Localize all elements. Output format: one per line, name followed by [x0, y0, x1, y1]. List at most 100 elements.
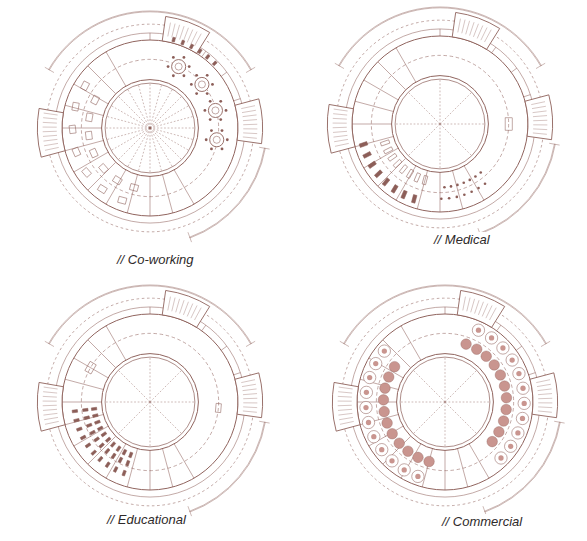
plan-line — [150, 128, 193, 140]
furniture — [85, 443, 91, 448]
circular-floor-plan — [10, 272, 290, 536]
plan-line — [106, 326, 126, 360]
plan-line — [150, 96, 182, 128]
furniture — [105, 448, 110, 454]
plan-line — [554, 421, 564, 423]
plan-line — [105, 402, 150, 403]
furniture — [363, 405, 368, 410]
furniture — [368, 161, 377, 168]
furniture — [508, 444, 513, 449]
furniture — [89, 148, 98, 158]
furniture — [76, 427, 82, 431]
plan-line — [221, 346, 227, 350]
outer-arc — [480, 144, 556, 234]
furniture — [213, 136, 220, 143]
furniture — [183, 74, 186, 77]
furniture — [382, 348, 387, 353]
plan-line — [45, 421, 59, 424]
plan-line — [221, 72, 227, 76]
plan-line — [243, 406, 257, 408]
plan-line — [364, 148, 398, 168]
plan-group — [332, 285, 564, 516]
plan-line — [128, 128, 150, 167]
plan-line — [440, 79, 441, 124]
furniture — [382, 418, 393, 429]
furniture — [440, 197, 443, 200]
furniture — [122, 449, 127, 455]
furniture — [383, 372, 394, 383]
plan-line — [395, 124, 440, 125]
plan-line — [106, 170, 126, 204]
plan-line — [445, 450, 446, 490]
plan-line — [538, 398, 552, 399]
furniture — [366, 420, 371, 425]
plan-ring — [55, 307, 245, 497]
furniture — [85, 361, 96, 374]
plan-line — [202, 325, 206, 331]
plan-line — [150, 402, 182, 434]
furniture — [515, 430, 520, 435]
plan-line — [163, 175, 173, 213]
plan-line — [243, 394, 257, 395]
plan-line — [150, 450, 151, 490]
plan-line — [259, 421, 269, 423]
plan-line — [486, 306, 492, 319]
plan-ring — [392, 76, 489, 173]
plan-line — [396, 166, 416, 200]
furniture — [364, 371, 376, 383]
plan-line — [168, 23, 171, 37]
plan-line — [541, 341, 550, 346]
furniture — [468, 179, 471, 182]
plan-line — [340, 421, 354, 424]
plan-group — [327, 7, 559, 238]
plan-line — [531, 102, 545, 105]
plan-line — [422, 449, 432, 487]
furniture — [172, 60, 186, 74]
plan-line — [43, 118, 57, 119]
floor-plan: // Commercial — [300, 272, 580, 536]
plan-line — [445, 370, 477, 402]
plan-line — [335, 143, 349, 146]
furniture — [99, 443, 105, 448]
plan-line — [334, 109, 348, 111]
furniture — [183, 56, 186, 59]
stair-wedge — [37, 108, 65, 157]
plan-line — [467, 298, 470, 312]
furniture — [406, 169, 414, 178]
furniture — [415, 474, 420, 479]
plan-line — [524, 95, 531, 97]
plan-line — [88, 340, 116, 368]
furniture — [175, 63, 182, 70]
furniture — [72, 410, 78, 413]
furniture — [402, 467, 407, 472]
plan-line — [477, 26, 483, 39]
plan-line — [65, 141, 103, 151]
plan-line — [106, 52, 126, 86]
plan-line — [338, 401, 352, 402]
plan-line — [333, 114, 347, 115]
plan-line — [43, 127, 57, 128]
plan-line — [333, 135, 347, 137]
plan-line — [234, 99, 241, 101]
furniture — [181, 40, 185, 45]
plan-line — [88, 436, 116, 464]
plan-line — [396, 48, 416, 82]
furniture — [69, 125, 76, 134]
plan-line — [458, 19, 461, 33]
plan-line — [243, 115, 257, 117]
plan-line — [180, 26, 184, 39]
plan-line — [340, 341, 349, 346]
plan-line — [466, 21, 470, 35]
plan-line — [440, 124, 485, 125]
furniture — [472, 324, 484, 336]
furniture — [105, 437, 111, 442]
plan-line — [176, 25, 180, 39]
furniture — [399, 165, 407, 174]
plan-line — [43, 135, 57, 136]
plan-line — [533, 120, 547, 121]
plan-line — [339, 387, 353, 389]
plan-line — [243, 411, 257, 412]
furniture — [221, 148, 224, 151]
plan-line — [533, 116, 547, 117]
furniture — [391, 185, 398, 194]
